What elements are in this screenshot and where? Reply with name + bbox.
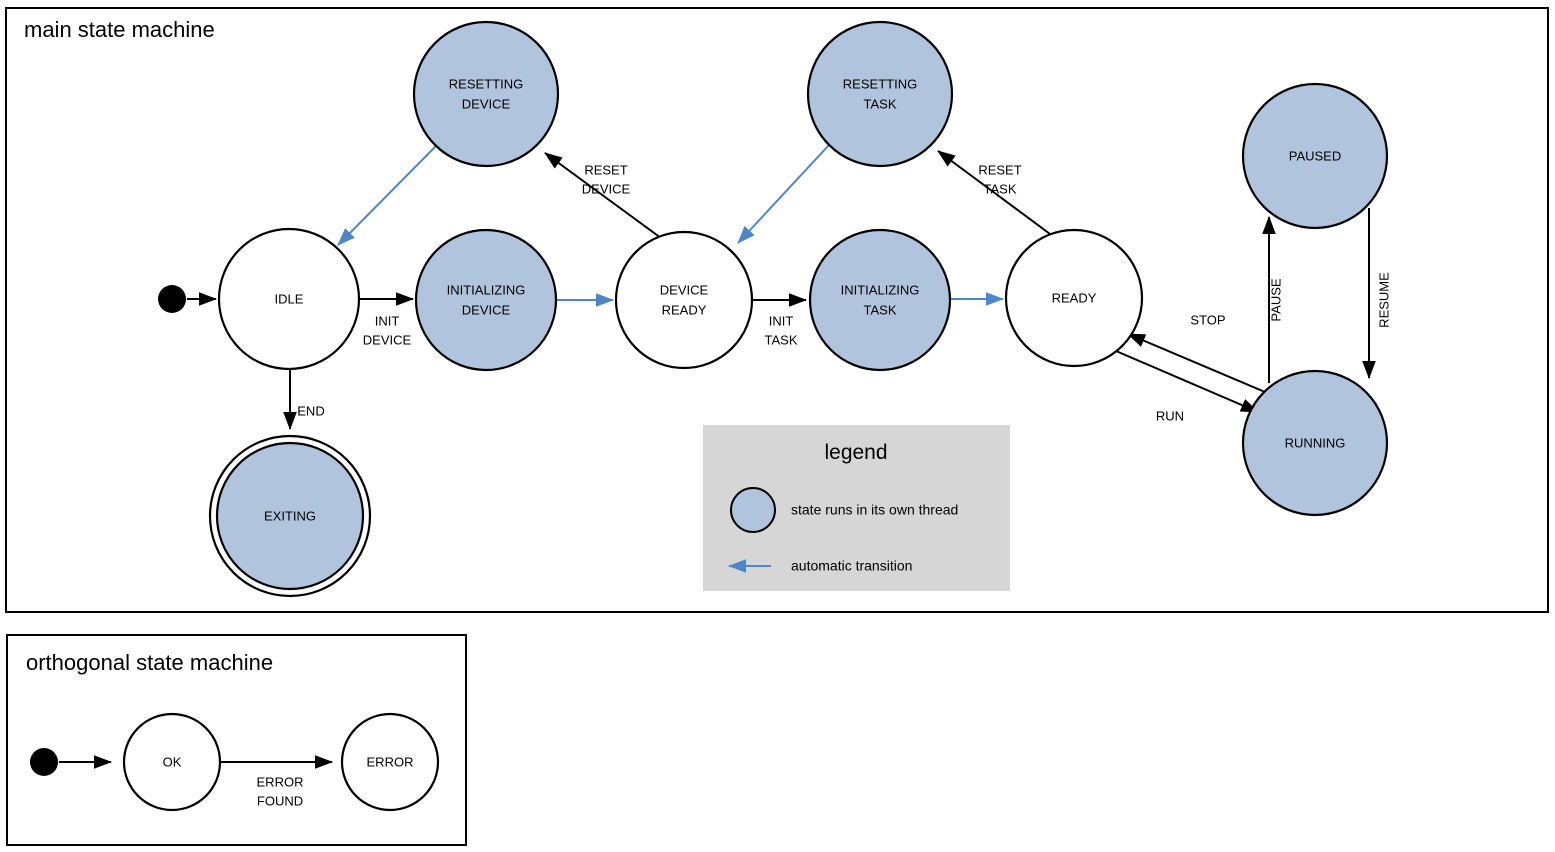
state-device-ready-shape[interactable] [614,230,754,370]
state-initializing-task-label-line2: TASK [864,302,897,317]
transition-label-end: END [297,403,324,418]
state-paused[interactable]: PAUSED [1241,82,1389,230]
transition-label-run: RUN [1156,408,1184,423]
state-idle-label: IDLE [275,291,304,306]
main-states: IDLE INITIALIZING DEVICE RESETTING DEVIC… [158,20,1389,598]
transition-ready-to-resetting-task[interactable] [937,150,1051,235]
main-transition-labels: INIT DEVICE RESET DEVICE INIT TASK RESET… [297,162,1391,423]
transition-label-init-device-line1: INIT [375,313,400,328]
state-exiting-shape[interactable] [215,441,365,591]
state-error[interactable]: ERROR [340,712,440,812]
state-device-ready-label-line2: READY [662,302,707,317]
state-error-shape[interactable] [340,712,440,812]
transition-resetting-task-to-device-ready[interactable] [737,144,830,244]
state-device-ready-label-line1: DEVICE [660,282,709,297]
legend-auto-transition-text: automatic transition [791,558,912,574]
main-initial-state-marker [158,285,186,313]
transition-device-ready-to-resetting-device[interactable] [544,152,662,239]
state-idle[interactable]: IDLE [217,227,361,371]
state-ready-shape[interactable] [1004,228,1144,368]
transition-ready-to-running[interactable] [1115,350,1259,413]
transition-label-stop: STOP [1190,312,1225,327]
orthogonal-frame-title: orthogonal state machine [26,650,273,675]
state-device-ready[interactable]: DEVICE READY [614,230,754,370]
orthogonal-initial-state-marker [30,748,58,776]
state-initializing-task-shape[interactable] [808,228,952,372]
transition-resetting-device-to-idle[interactable] [337,145,437,246]
transition-label-init-device-line2: DEVICE [363,332,412,347]
state-resetting-device[interactable]: RESETTING DEVICE [412,20,560,168]
state-ok[interactable]: OK [122,712,222,812]
orthogonal-frame-border [6,634,467,846]
state-initializing-task-label-line1: INITIALIZING [841,282,920,297]
legend-threaded-state-text: state runs in its own thread [791,502,958,518]
state-paused-label: PAUSED [1289,148,1342,163]
state-resetting-task-shape[interactable] [806,20,954,168]
state-resetting-task-label-line1: RESETTING [843,76,917,91]
state-resetting-device-shape[interactable] [412,20,560,168]
legend-title: legend [824,441,887,464]
state-initializing-device-label-line1: INITIALIZING [447,282,526,297]
transition-label-reset-task-line1: RESET [978,162,1021,177]
state-paused-shape[interactable] [1241,82,1389,230]
transition-label-pause: PAUSE [1268,278,1283,321]
transition-label-reset-task-line2: TASK [984,181,1017,196]
transition-label-reset-device-line2: DEVICE [582,181,631,196]
state-resetting-device-label-line1: RESETTING [449,76,523,91]
state-initializing-device[interactable]: INITIALIZING DEVICE [414,228,558,372]
main-frame-border [5,7,1549,613]
transition-label-resume: RESUME [1376,272,1391,328]
state-exiting[interactable]: EXITING [208,434,372,598]
state-ok-shape[interactable] [122,712,222,812]
transition-label-error-found-line1: ERROR [257,774,304,789]
state-initializing-task[interactable]: INITIALIZING TASK [808,228,952,372]
orthogonal-transition-labels: ERROR FOUND [257,774,304,808]
state-error-label: ERROR [367,754,414,769]
state-initializing-device-label-line2: DEVICE [462,302,511,317]
orthogonal-state-machine-frame: orthogonal state machine [6,634,467,846]
state-running[interactable]: RUNNING [1241,369,1389,517]
state-idle-shape[interactable] [217,227,361,371]
state-initializing-device-shape[interactable] [414,228,558,372]
main-frame-title: main state machine [24,17,215,42]
state-exiting-label: EXITING [264,508,316,523]
state-ok-label: OK [163,754,182,769]
main-state-machine-frame: main state machine [5,7,1549,613]
transition-label-init-task-line1: INIT [769,313,794,328]
state-resetting-task-label-line2: TASK [864,96,897,111]
transition-label-reset-device-line1: RESET [584,162,627,177]
state-resetting-task[interactable]: RESETTING TASK [806,20,954,168]
transition-running-to-ready[interactable] [1127,333,1266,393]
transition-label-init-task-line2: TASK [765,332,798,347]
orthogonal-states: OK ERROR [30,712,440,812]
legend: legend state runs in its own thread auto… [703,425,1010,591]
main-transitions [187,144,1376,430]
transition-label-error-found-line2: FOUND [257,793,303,808]
state-ready-label: READY [1052,290,1097,305]
state-running-shape[interactable] [1241,369,1389,517]
state-resetting-device-label-line2: DEVICE [462,96,511,111]
legend-threaded-state-icon [730,487,776,533]
state-ready[interactable]: READY [1004,228,1144,368]
state-running-label: RUNNING [1285,435,1346,450]
